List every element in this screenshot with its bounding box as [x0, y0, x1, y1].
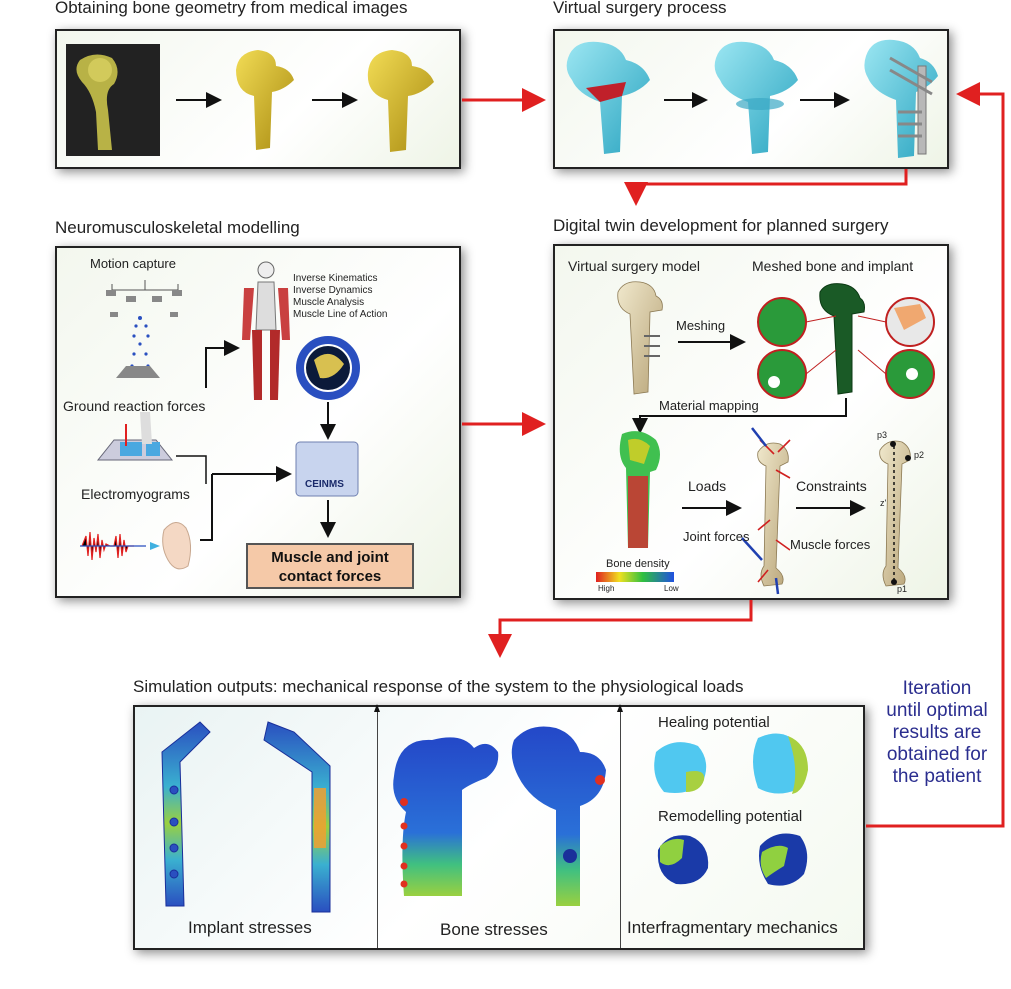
point-p3-label: p3 — [877, 430, 888, 440]
nms-arrow-to-skeleton — [205, 340, 240, 388]
material-mapping-arrow — [632, 398, 847, 434]
virtual-surgery-title: Virtual surgery process — [553, 0, 727, 17]
surgery-bone-implant — [864, 39, 938, 158]
ground-reaction-force-plate — [96, 412, 174, 461]
motion-capture-label: Motion capture — [90, 256, 176, 271]
bone-stresses-label: Bone stresses — [440, 920, 548, 939]
simulation-divider-2 — [620, 707, 621, 948]
axis-z-label: z' — [880, 498, 887, 508]
grf-link-line — [176, 455, 207, 484]
constraint-points — [890, 441, 911, 585]
motion-capture-markers — [130, 316, 150, 368]
bone-density-label: Bone density — [606, 558, 670, 570]
digital-twin-title: Digital twin development for planned sur… — [553, 216, 889, 235]
meshing-label: Meshing — [676, 318, 726, 333]
meshed-bone-implant — [819, 283, 865, 395]
electromyograms-label: Electromyograms — [81, 486, 190, 502]
femur-smooth-model — [367, 50, 434, 152]
density-high-label: High — [598, 584, 615, 593]
virtual-surgery-bone-model — [617, 281, 663, 395]
musculoskeletal-model — [242, 261, 290, 400]
healing-potential-shape-2 — [753, 733, 804, 794]
emg-signal — [80, 531, 146, 561]
arrow-surgery-to-twin — [624, 169, 908, 206]
analysis-item: Muscle Analysis — [293, 297, 365, 308]
virtual-surgery-model-label: Virtual surgery model — [568, 258, 701, 274]
simulation-divider-1 — [377, 707, 378, 948]
iteration-line-4: obtained for — [886, 744, 988, 765]
analysis-list: Inverse Kinematics Inverse Dynamics Musc… — [293, 273, 388, 321]
bone-stress-hotspots-left — [400, 798, 408, 888]
loads-label: Loads — [688, 478, 727, 494]
arrow-iteration-loop — [866, 82, 1005, 828]
ceinms-logo — [295, 441, 359, 497]
implant-stress-plate-left — [161, 721, 211, 907]
point-p2-label: p2 — [914, 450, 925, 460]
constraints-label: Constraints — [796, 478, 867, 494]
mesh-zoom-circles — [757, 297, 807, 399]
mesh-zoom-connectors — [805, 315, 887, 375]
iteration-line-3: results are — [892, 722, 982, 743]
meshed-bone-implant-label: Meshed bone and implant — [752, 258, 914, 274]
arrow-twin-to-simulation — [488, 600, 753, 658]
material-mapping-label: Material mapping — [659, 398, 759, 413]
iteration-note: Iteration until optimal results are obta… — [862, 678, 1011, 788]
healing-potential-label: Healing potential — [658, 714, 770, 731]
implant-plate — [917, 65, 927, 155]
muscle-forces-label: Muscle forces — [790, 537, 871, 552]
emg-electrode-arrow — [150, 542, 160, 550]
analysis-item: Inverse Dynamics — [293, 285, 373, 296]
ceinms-label: CEINMS — [305, 479, 344, 490]
interfragmentary-mechanics-label: Interfragmentary mechanics — [627, 918, 838, 937]
bone-density-colorbar — [596, 572, 674, 582]
osteotomy-wedge — [586, 82, 626, 102]
result-line-2: contact forces — [278, 568, 382, 585]
muscle-force-vectors — [757, 439, 791, 583]
bone-stress-femur-left — [393, 737, 499, 896]
implant-screws — [889, 56, 933, 138]
analysis-item: Inverse Kinematics — [293, 273, 378, 284]
bone-stress-femur-right — [511, 726, 606, 906]
virtual-model-screws — [644, 335, 660, 357]
emg-link-line — [200, 474, 213, 541]
joint-force-vectors — [741, 427, 780, 595]
result-line-1: Muscle and joint — [271, 549, 389, 566]
motion-capture-camera-icons — [106, 290, 182, 317]
motion-capture-cameras — [111, 280, 179, 291]
ceinms-logo-figure — [296, 336, 360, 400]
iteration-line-2: until optimal — [886, 700, 988, 721]
constrained-femur-model — [879, 440, 911, 587]
femur-segmented-model — [236, 50, 294, 150]
leg-emg-illustration — [162, 522, 192, 570]
loaded-femur-model — [757, 442, 789, 587]
simulation-panel — [133, 705, 865, 950]
bone-geometry-title: Obtaining bone geometry from medical ima… — [55, 0, 408, 17]
surgery-bone-aligned — [714, 41, 798, 154]
analysis-item: Muscle Line of Action — [293, 309, 388, 320]
nms-title: Neuromusculoskeletal modelling — [55, 218, 300, 237]
implant-stress-plate-right — [263, 721, 331, 913]
implant-screw-holes-left — [169, 785, 179, 879]
implant-stresses-label: Implant stresses — [188, 918, 312, 937]
joint-forces-label: Joint forces — [683, 529, 750, 544]
point-p1-label: p1 — [897, 584, 908, 594]
iteration-line-5: the patient — [892, 766, 982, 787]
simulation-title: Simulation outputs: mechanical response … — [133, 677, 744, 696]
force-plate — [116, 366, 160, 378]
ground-reaction-forces-label: Ground reaction forces — [63, 398, 206, 414]
remodelling-potential-label: Remodelling potential — [658, 808, 803, 825]
iteration-line-1: Iteration — [902, 678, 972, 699]
density-low-label: Low — [664, 584, 679, 593]
muscle-contact-forces-box: Muscle and joint contact forces — [246, 543, 414, 589]
